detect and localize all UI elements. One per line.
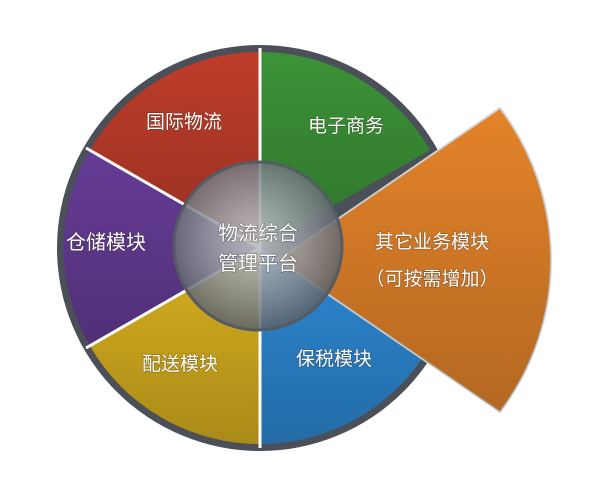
label-other-modules-note: （可按需增加） [365, 268, 498, 290]
label-ecommerce: 电子商务 [308, 115, 384, 137]
hub-title-line1: 物流综合 [218, 221, 298, 245]
label-international-logistics: 国际物流 [146, 111, 222, 133]
segment-shading [278, 108, 552, 412]
label-other-modules: 其它业务模块 [375, 231, 489, 253]
segment-shading [63, 150, 261, 346]
label-warehouse: 仓储模块 [66, 230, 146, 254]
hub-highlight [174, 162, 342, 330]
label-delivery: 配送模块 [142, 353, 218, 375]
hub-title-line2: 管理平台 [218, 251, 298, 275]
label-bonded: 保税模块 [296, 348, 372, 370]
